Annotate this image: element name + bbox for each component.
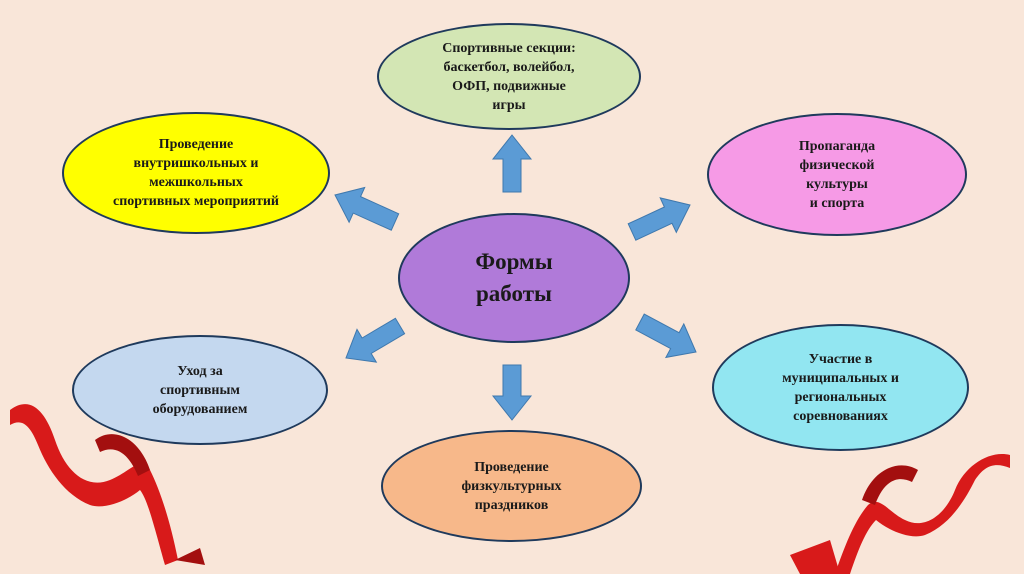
center-node: Формы работы [398,213,630,343]
node-equipment-care-label: Уход за спортивным оборудованием [153,362,248,419]
node-events: Проведение внутришкольных и межшкольных … [62,112,330,234]
arrow-down-right-icon [636,314,696,357]
node-events-label: Проведение внутришкольных и межшкольных … [113,135,279,211]
arrow-up-right-icon [628,198,690,240]
arrow-up-left-icon [335,188,399,231]
node-competitions-label: Участие в муниципальных и региональных с… [782,350,899,426]
node-competitions: Участие в муниципальных и региональных с… [712,324,969,451]
arrow-up-icon [493,135,531,192]
node-sports-holidays: Проведение физкультурных праздников [381,430,642,542]
node-propaganda-label: Пропаганда физической культуры и спорта [799,137,875,213]
node-sports-sections: Спортивные секции: баскетбол, волейбол, … [377,23,641,130]
center-node-label: Формы работы [475,246,552,310]
ribbon-right-icon [790,454,1010,574]
arrow-down-left-icon [346,318,405,362]
node-equipment-care: Уход за спортивным оборудованием [72,335,328,445]
node-sports-holidays-label: Проведение физкультурных праздников [461,458,561,515]
node-sports-sections-label: Спортивные секции: баскетбол, волейбол, … [442,39,576,115]
arrow-down-icon [493,365,531,420]
node-propaganda: Пропаганда физической культуры и спорта [707,113,967,236]
